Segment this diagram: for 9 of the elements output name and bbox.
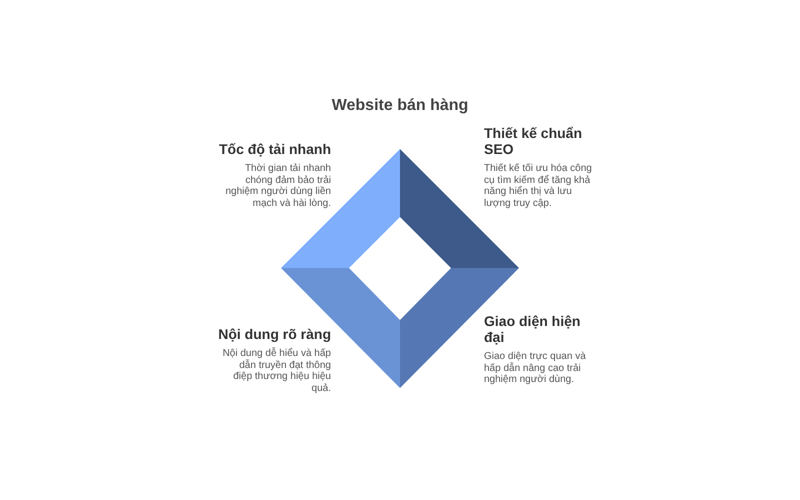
description: Thiết kế tối ưu hóa công cụ tìm kiếm để tăng khả năng hiển thị và lưu lượng truy cập. [484, 163, 593, 210]
description: Giao diện trực quan và hấp dẫn nâng cao trải nghiệm người dùng. [484, 351, 587, 386]
diagram-title: Website bán hàng [330, 96, 470, 116]
description: Thời gian tải nhanh chóng đảm bảo trải nghiệm người dùng liền mạch và hài lòng. [224, 163, 331, 210]
heading: Nội dung rõ ràng [217, 326, 331, 342]
description: Nội dung dễ hiểu và hấp dẫn truyền đạt thông điệp thương hiệu hiệu quả. [222, 348, 331, 395]
heading: Thiết kế chuẩn SEO [484, 125, 584, 157]
heading: Giao diện hiện đại [484, 313, 582, 345]
heading: Tốc độ tải nhanh [218, 141, 331, 157]
